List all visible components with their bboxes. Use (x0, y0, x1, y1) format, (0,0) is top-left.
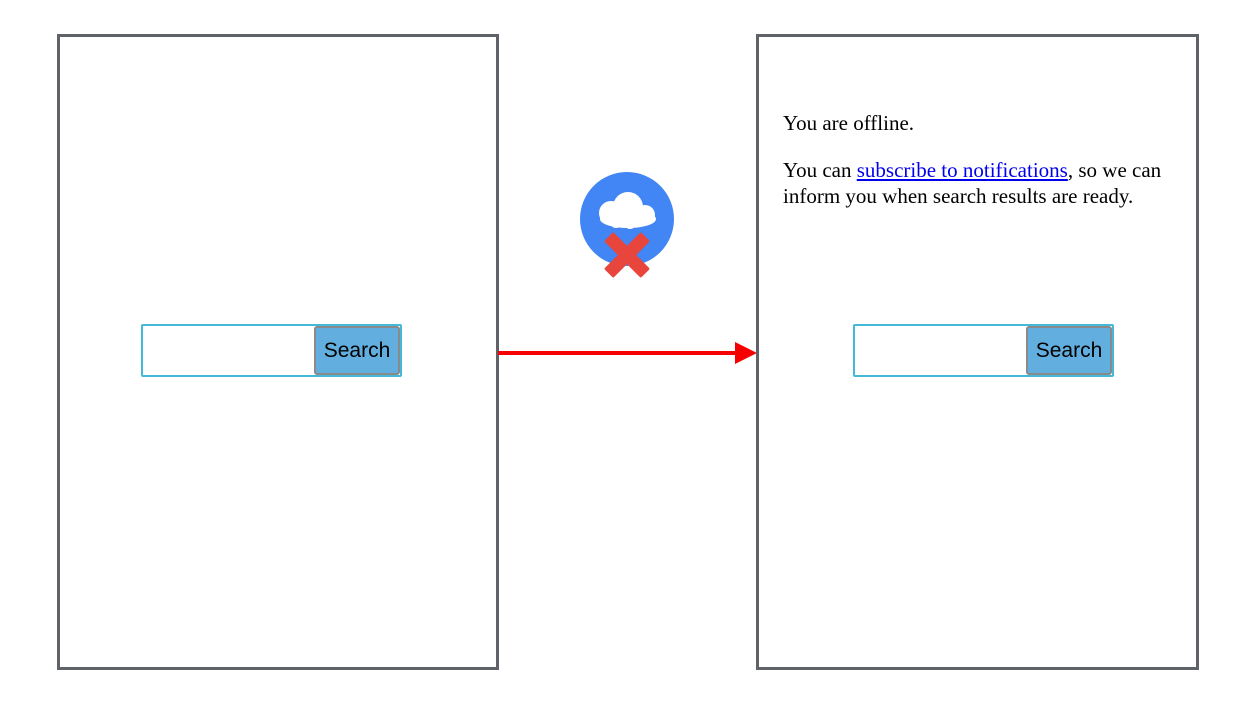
offline-message: You are offline. (783, 111, 915, 135)
search-button[interactable]: Search (1026, 326, 1112, 375)
search-input[interactable] (855, 326, 1035, 375)
subscribe-notifications-link[interactable]: subscribe to notifications (856, 158, 1068, 182)
search-widget: Search (141, 324, 402, 377)
offline-copy: You are offline. You can subscribe to no… (783, 110, 1183, 230)
search-widget: Search (853, 324, 1114, 377)
right-arrow-icon (498, 342, 757, 364)
cloud-offline-icon (580, 172, 674, 278)
notify-message: You can subscribe to notifications, so w… (783, 157, 1183, 209)
notify-text-before: You can (783, 158, 857, 182)
left-app-frame: Search (57, 34, 499, 670)
notify-text-after: , so we can inform you when search resul… (783, 158, 1162, 208)
search-button[interactable]: Search (314, 326, 400, 375)
search-input[interactable] (143, 326, 323, 375)
right-app-frame: You are offline. You can subscribe to no… (756, 34, 1199, 670)
